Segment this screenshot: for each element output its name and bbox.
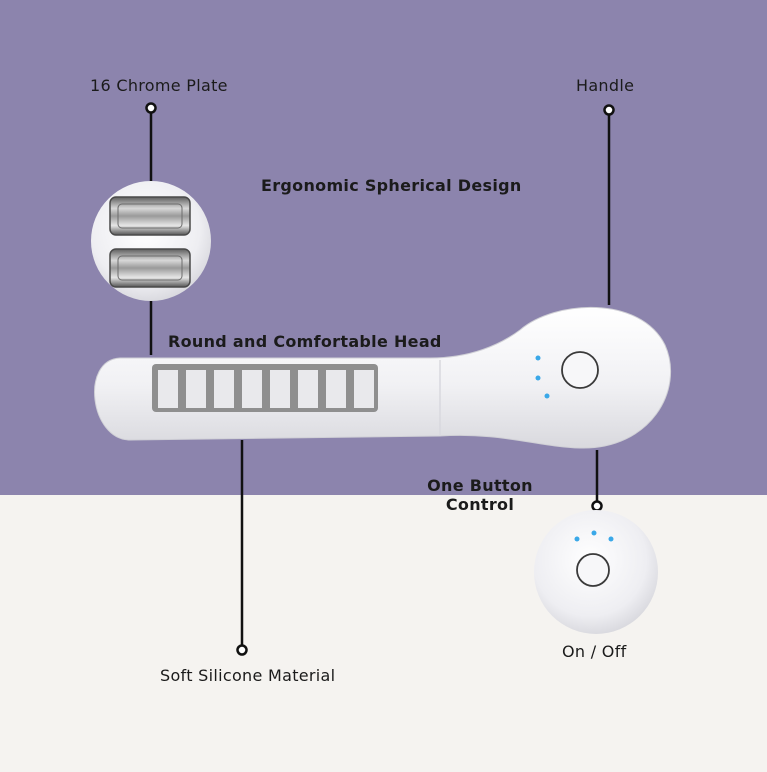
- indicator-led-icon: [535, 355, 550, 399]
- power-button-icon: [561, 351, 599, 389]
- detail-led-icon: [574, 530, 614, 542]
- label-ergonomic: Ergonomic Spherical Design: [261, 176, 522, 195]
- chrome-plate-detail: [91, 181, 211, 301]
- label-handle: Handle: [576, 76, 635, 95]
- detail-power-button-icon: [576, 553, 610, 587]
- device-body: [94, 307, 671, 449]
- label-chrome-plate: 16 Chrome Plate: [90, 76, 228, 95]
- on-off-detail: [534, 510, 658, 634]
- label-silicone: Soft Silicone Material: [160, 666, 336, 685]
- head-chrome-plates: [152, 364, 378, 412]
- callout-lines: [149, 110, 611, 648]
- label-on-off: On / Off: [562, 642, 627, 661]
- label-head: Round and Comfortable Head: [168, 332, 442, 351]
- label-one-button-line2: Control: [445, 495, 515, 514]
- label-one-button-line1: One Button: [427, 476, 533, 495]
- label-one-button: One Button Control: [420, 476, 540, 514]
